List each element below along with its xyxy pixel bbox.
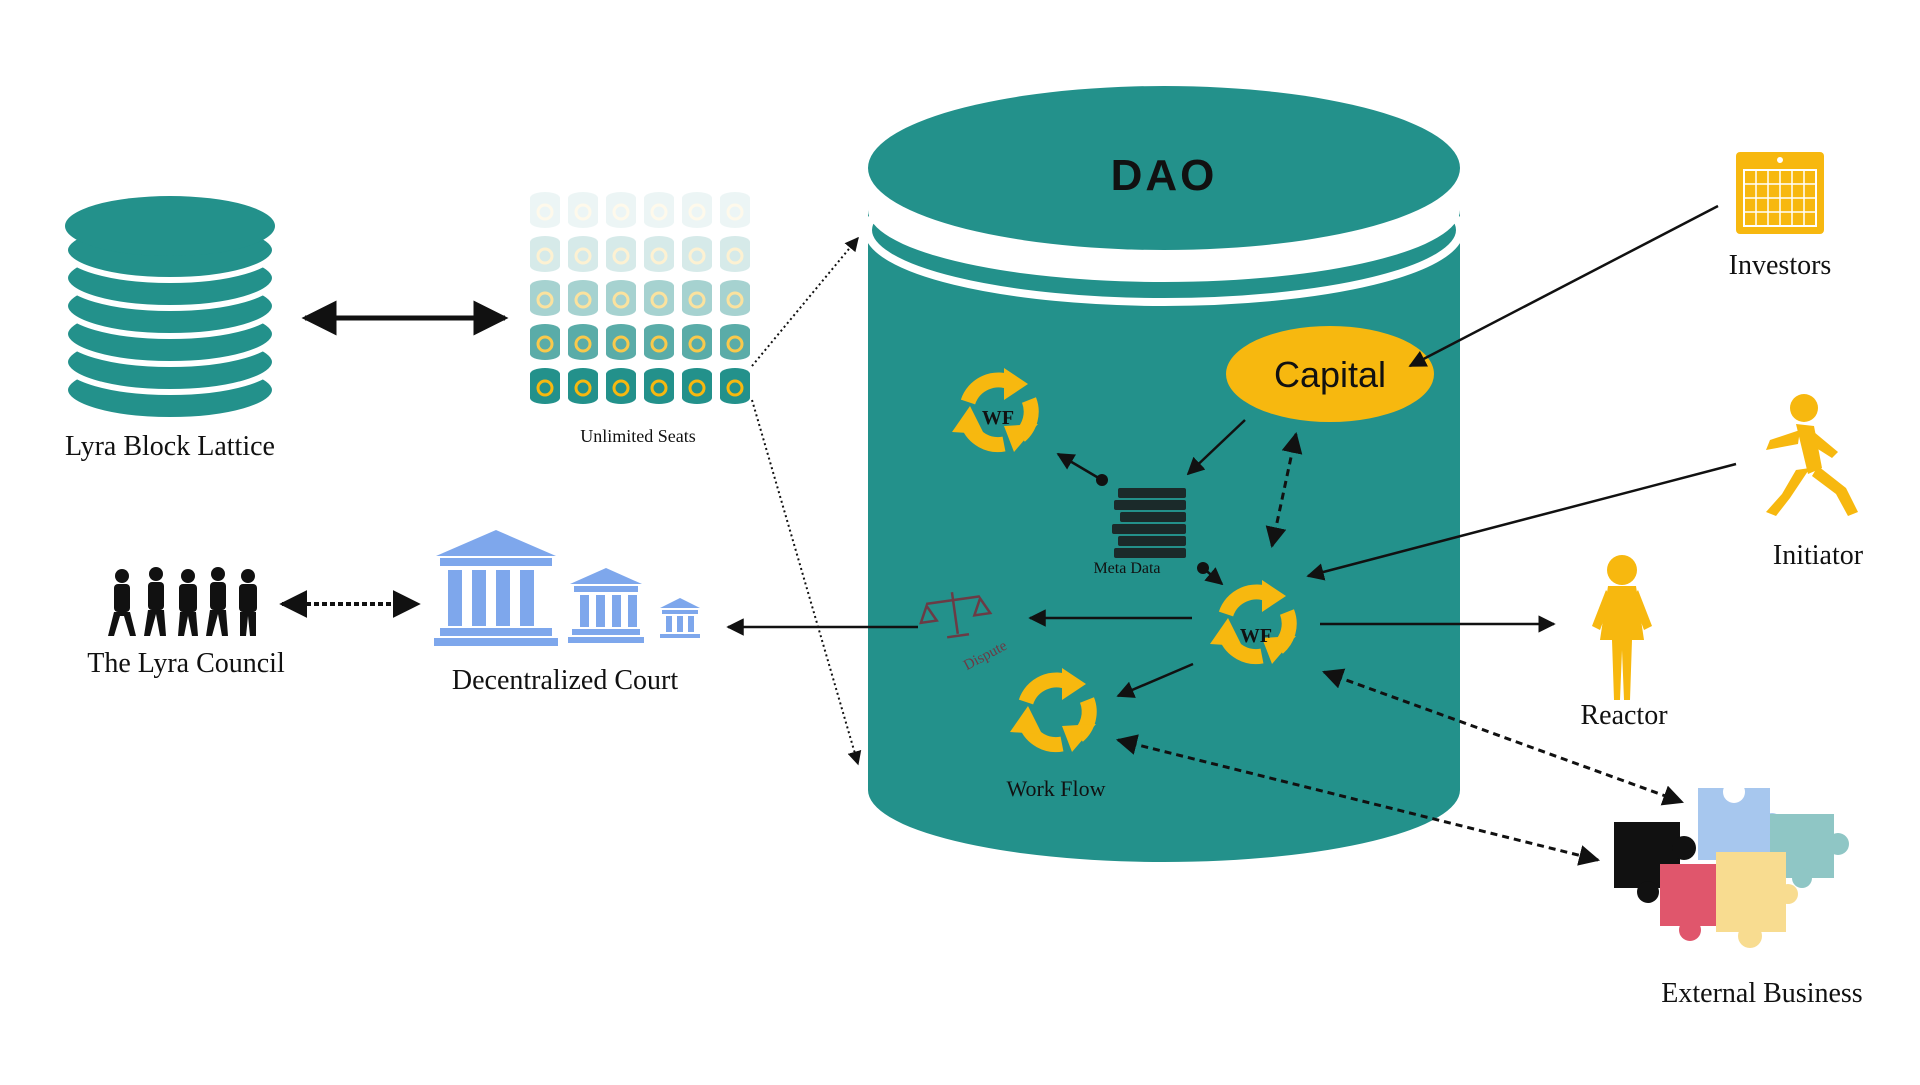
seat-cylinder-icon [682, 280, 712, 316]
meta-to-wf-center-arrow [1197, 562, 1224, 586]
dao-cylinder: DAO [864, 86, 1464, 862]
wf-external-dashed-arrow [1322, 668, 1684, 806]
courthouse-icon-small [660, 598, 700, 638]
seat-cylinder-icon [568, 192, 598, 228]
seat-cylinder-icon [720, 236, 750, 272]
running-person-icon [1766, 394, 1858, 516]
seat-cylinder-icon [530, 280, 560, 316]
work-flow-label: Work Flow [1006, 776, 1105, 801]
seat-cylinder-icon [606, 236, 636, 272]
seat-cylinder-icon [682, 192, 712, 228]
seat-cylinder-icon [644, 368, 674, 404]
seat-cylinder-icon [568, 368, 598, 404]
books-icon [1112, 488, 1186, 558]
unlimited-seats-grid [530, 192, 750, 404]
seat-cylinder-icon [606, 280, 636, 316]
capital-label: Capital [1274, 354, 1386, 395]
decentralized-court-label: Decentralized Court [452, 665, 678, 696]
investors-to-capital-arrow [1408, 204, 1719, 368]
investors-label: Investors [1729, 250, 1832, 281]
seat-cylinder-icon [568, 280, 598, 316]
unlimited-seats-label: Unlimited Seats [580, 426, 696, 446]
seat-cylinder-icon [682, 324, 712, 360]
seat-cylinder-icon [720, 280, 750, 316]
seat-cylinder-icon [606, 324, 636, 360]
database-stack-icon [62, 196, 278, 423]
standing-person-icon [1592, 555, 1652, 700]
reactor-label: Reactor [1580, 700, 1668, 731]
external-business-label: External Business [1661, 978, 1862, 1009]
meta-to-wf-top-arrow [1056, 452, 1108, 486]
seat-cylinder-icon [606, 192, 636, 228]
seat-cylinder-icon [644, 280, 674, 316]
council-people-icon [108, 567, 257, 636]
initiator-label: Initiator [1773, 540, 1864, 571]
seat-cylinder-icon [530, 368, 560, 404]
seat-cylinder-icon [530, 324, 560, 360]
seat-cylinder-icon [568, 236, 598, 272]
lyra-council-label: The Lyra Council [87, 648, 285, 679]
seat-cylinder-icon [720, 324, 750, 360]
seat-cylinder-icon [720, 192, 750, 228]
seat-cylinder-icon [530, 192, 560, 228]
puzzle-pieces-icon [1614, 781, 1849, 948]
seat-cylinder-icon [530, 236, 560, 272]
calendar-icon [1736, 152, 1824, 234]
seat-cylinder-icon [644, 324, 674, 360]
seat-cylinder-icon [682, 368, 712, 404]
courthouse-icon-large [434, 530, 558, 646]
workflow-external-dashed-arrow [1115, 734, 1601, 866]
seat-cylinder-icon [606, 368, 636, 404]
seat-cylinder-icon [644, 192, 674, 228]
seat-cylinder-icon [644, 236, 674, 272]
wf-top-label: WF [982, 407, 1014, 429]
seat-cylinder-icon [720, 368, 750, 404]
seats-dao-dotted-top [751, 236, 859, 367]
initiator-to-wf-arrow [1306, 462, 1737, 581]
dao-title: DAO [1111, 151, 1218, 200]
meta-data-label: Meta Data [1093, 560, 1160, 577]
lyra-block-lattice-label: Lyra Block Lattice [65, 431, 275, 462]
seats-dao-dotted-bottom [751, 399, 862, 766]
courthouse-icon-medium [568, 568, 644, 643]
seat-cylinder-icon [568, 324, 598, 360]
seat-cylinder-icon [682, 236, 712, 272]
capital-node: Capital [1226, 326, 1434, 422]
wf-center-label: WF [1240, 625, 1272, 647]
wf-to-workflow-arrow [1116, 662, 1194, 698]
capital-to-meta-arrow [1186, 419, 1246, 476]
scales-of-justice-icon [919, 592, 993, 639]
